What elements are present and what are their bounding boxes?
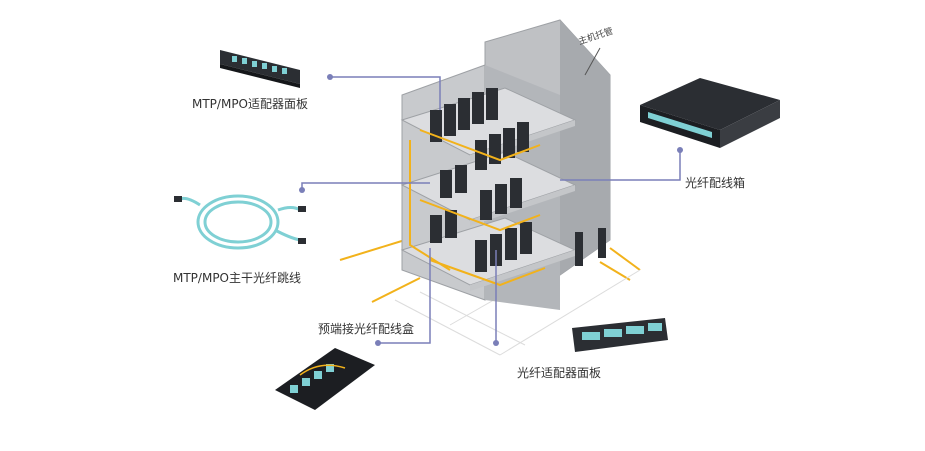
trunk-connectors <box>174 196 306 244</box>
label-fiber-distribution-box: 光纤配线箱 <box>685 176 746 190</box>
mtp-mpo-adapter-panel-image <box>220 50 300 88</box>
racks-middle-floor <box>440 165 522 220</box>
label-mtp-mpo-trunk-cable: MTP/MPO主干光纤跳线 <box>173 271 301 285</box>
cable-trays <box>409 129 546 287</box>
racks-right <box>575 228 606 266</box>
racks-top-floor <box>430 88 529 170</box>
label-fiber-adapter-panel: 光纤适配器面板 <box>517 366 602 380</box>
label-preterminated-box: 预端接光纤配线盒 <box>318 322 415 336</box>
mtp-mpo-trunk-cable-image <box>177 194 301 250</box>
preterminated-box-image <box>275 348 375 410</box>
fiber-distribution-box-image <box>640 78 780 148</box>
ground-cable-lines <box>339 239 641 303</box>
callout-dots <box>299 74 683 346</box>
label-mtp-mpo-adapter-panel: MTP/MPO适配器面板 <box>192 97 308 111</box>
fiber-adapter-panel-image <box>572 318 668 352</box>
main-riser-pointer <box>584 47 601 76</box>
racks-bottom-floor <box>430 210 532 272</box>
building-tower-right-side <box>560 20 610 275</box>
